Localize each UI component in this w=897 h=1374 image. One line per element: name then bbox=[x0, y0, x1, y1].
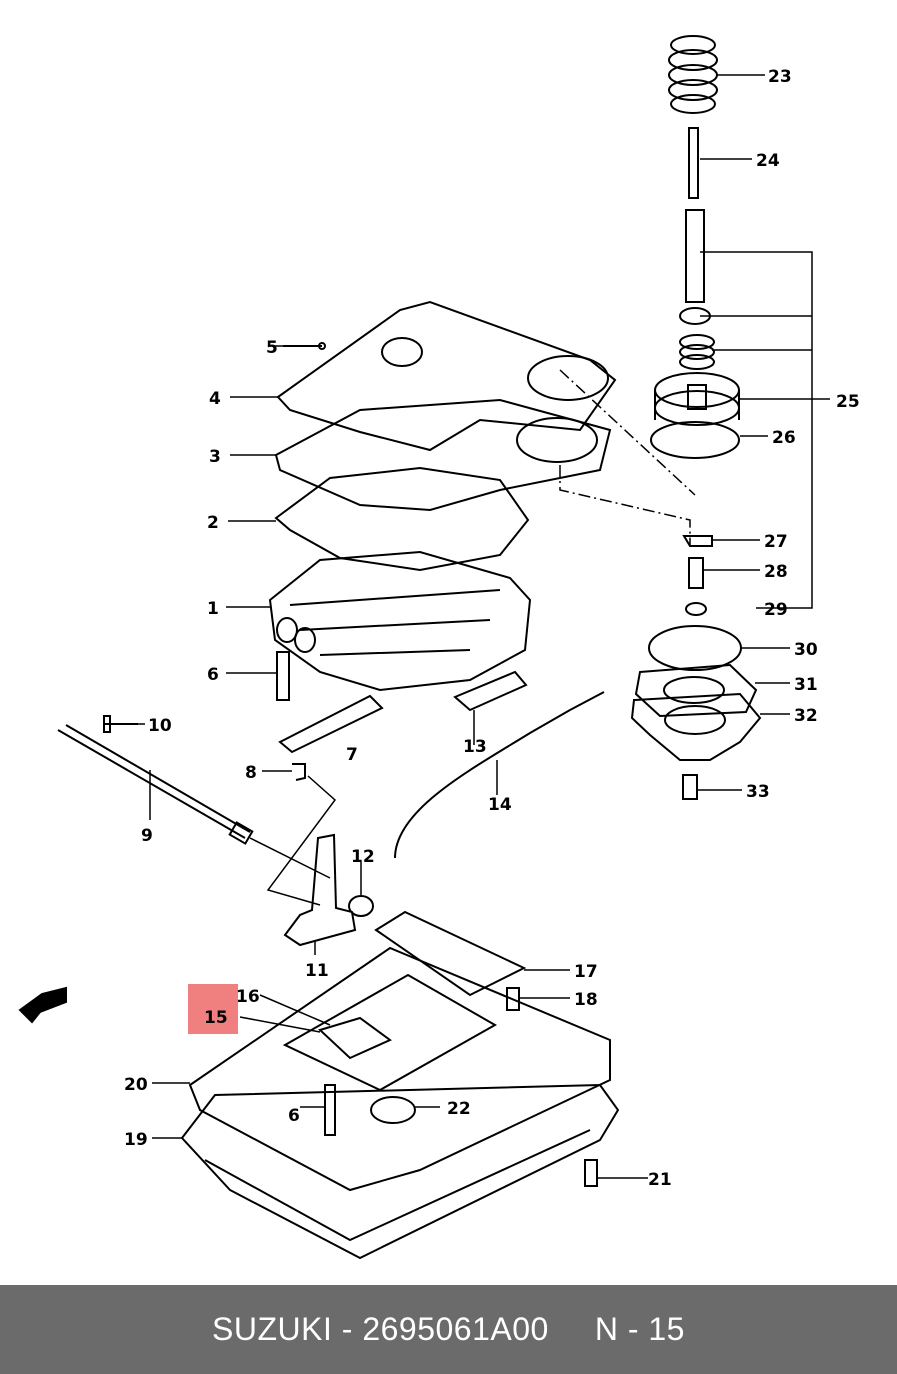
callout-8: 8 bbox=[245, 763, 257, 783]
part-29-nut bbox=[685, 602, 707, 616]
callout-24: 24 bbox=[756, 151, 780, 171]
callout-31: 31 bbox=[794, 675, 818, 695]
callout-11: 11 bbox=[305, 961, 329, 981]
part-23-spring bbox=[668, 35, 718, 114]
part-8-clip bbox=[292, 763, 306, 781]
callout-18: 18 bbox=[574, 990, 598, 1010]
part-25-piston bbox=[654, 372, 740, 426]
callout-16: 16 bbox=[236, 987, 260, 1007]
callout-5: 5 bbox=[266, 338, 278, 358]
callout-23: 23 bbox=[768, 67, 792, 87]
part-17-plate bbox=[374, 910, 527, 997]
callout-21: 21 bbox=[648, 1170, 672, 1190]
part-27-clip bbox=[682, 535, 713, 547]
part-6-bolt bbox=[276, 651, 290, 701]
part-31-gasket bbox=[634, 663, 758, 718]
callout-14: 14 bbox=[488, 795, 512, 815]
part-32-cover bbox=[630, 692, 762, 761]
part-14-cable bbox=[394, 691, 605, 859]
part-1-valve-body bbox=[268, 550, 532, 692]
parts-diagram: 23 24 25 26 27 28 29 30 31 32 33 5 4 3 2… bbox=[18, 35, 860, 1260]
callout-12: 12 bbox=[351, 847, 375, 867]
callout-15: 15 bbox=[204, 1008, 228, 1028]
callout-4: 4 bbox=[209, 389, 221, 409]
callout-28: 28 bbox=[764, 562, 788, 582]
part-number-text: SUZUKI - 2695061A00 bbox=[212, 1311, 549, 1347]
callout-19: 19 bbox=[124, 1130, 148, 1150]
part-18-bolt bbox=[506, 987, 520, 1011]
part-9-shaft bbox=[57, 724, 251, 839]
callout-26: 26 bbox=[772, 428, 796, 448]
callout-25: 25 bbox=[836, 392, 860, 412]
part-7-valve bbox=[278, 694, 384, 754]
part-3-plate bbox=[274, 398, 612, 512]
part-13-bracket bbox=[453, 670, 528, 712]
highlighted-callout-box bbox=[188, 984, 238, 1034]
part-21-bolt bbox=[584, 1159, 598, 1187]
callout-32: 32 bbox=[794, 706, 818, 726]
callout-33: 33 bbox=[746, 782, 770, 802]
callout-1: 1 bbox=[207, 599, 219, 619]
part-12-nut bbox=[348, 895, 374, 917]
part-reference-footer: SUZUKI - 2695061A00 N - 15 bbox=[0, 1285, 897, 1374]
callout-20: 20 bbox=[124, 1075, 148, 1095]
callout-7: 7 bbox=[346, 745, 358, 765]
part-26-ring bbox=[650, 421, 740, 459]
diagram-position-text: N - 15 bbox=[594, 1311, 685, 1347]
part-2-plate bbox=[274, 466, 530, 572]
callout-6-lower: 6 bbox=[288, 1106, 300, 1126]
callout-27: 27 bbox=[764, 532, 788, 552]
callout-29: 29 bbox=[764, 600, 788, 620]
callout-13: 13 bbox=[463, 737, 487, 757]
part-sleeve bbox=[685, 209, 705, 303]
part-24-pin bbox=[688, 127, 699, 199]
callout-30: 30 bbox=[794, 640, 818, 660]
callout-22: 22 bbox=[447, 1099, 471, 1119]
part-16-strainer bbox=[282, 973, 498, 1092]
part-28-stud bbox=[688, 557, 704, 589]
callout-3: 3 bbox=[209, 447, 221, 467]
part-30-snap-ring bbox=[648, 625, 742, 671]
part-22-magnet bbox=[370, 1096, 416, 1124]
part-6-bolt-lower bbox=[324, 1084, 336, 1136]
callout-2: 2 bbox=[207, 513, 219, 533]
part-19-pan bbox=[180, 1083, 620, 1260]
part-11-lever bbox=[283, 833, 357, 947]
callout-17: 17 bbox=[574, 962, 598, 982]
part-33-bolt bbox=[682, 774, 698, 800]
callout-9: 9 bbox=[141, 826, 153, 846]
part-15-gasket bbox=[318, 1016, 392, 1060]
part-20-gasket bbox=[188, 946, 611, 1192]
front-arrow-icon bbox=[18, 986, 67, 1024]
callout-10: 10 bbox=[148, 716, 172, 736]
callout-6-upper: 6 bbox=[207, 665, 219, 685]
part-4-plate bbox=[276, 300, 617, 452]
